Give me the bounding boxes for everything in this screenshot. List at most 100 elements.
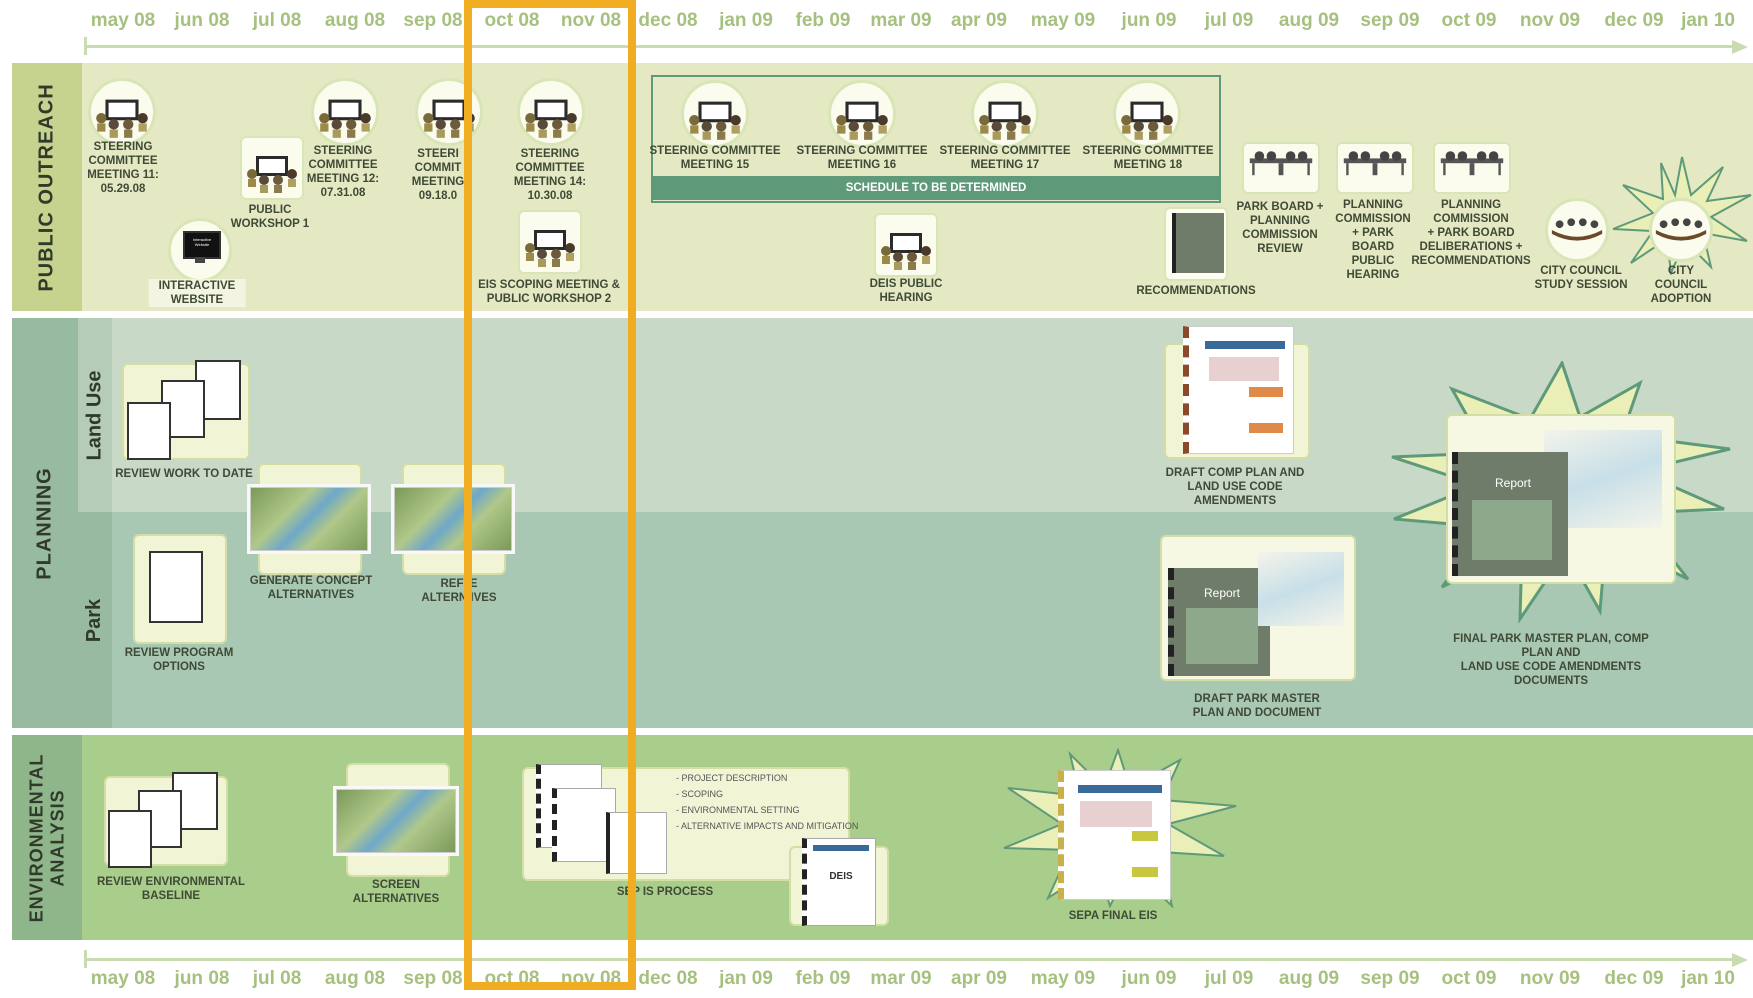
screen-alternatives-caption: SCREEN ALTERNATIVES: [352, 879, 440, 905]
final-report-icon: Report: [1452, 452, 1568, 576]
document-page-icon: [127, 402, 171, 460]
steering-committee-15-caption: STEERING COMMITTEE MEETING 15: [649, 145, 781, 171]
month-label: jun 09: [1121, 10, 1177, 31]
bottom-month-axis: may 08 jun 08 jul 08 aug 08 sep 08 oct 0…: [80, 968, 1740, 998]
month-label: apr 09: [951, 10, 1007, 31]
draft-comp-plan-caption: DRAFT COMP PLAN AND LAND USE CODE AMENDM…: [1165, 467, 1305, 507]
month-label: jul 08: [252, 968, 302, 989]
month-label: nov 09: [1519, 10, 1581, 31]
park-board-review-caption: PARK BOARD + PLANNING COMMISSION REVIEW: [1236, 201, 1324, 255]
steering-committee-17-caption: STEERING COMMITTEE MEETING 17: [939, 145, 1071, 171]
deis-hearing-caption: DEIS PUBLIC HEARING: [869, 278, 943, 304]
steering-committee-13-caption: STEERI COMMIT MEETING 09.18.0: [411, 148, 465, 202]
top-axis-arrow: [1732, 40, 1748, 54]
draft-park-plan-caption: DRAFT PARK MASTER PLAN AND DOCUMENT: [1192, 693, 1322, 719]
month-label: dec 08: [638, 968, 698, 989]
pc-deliberations-caption: PLANNING COMMISSION + PARK BOARD DELIBER…: [1411, 199, 1531, 267]
public-workshop-1-caption: PUBLIC WORKSHOP 1: [230, 204, 310, 230]
city-council-study-caption: CITY COUNCIL STUDY SESSION: [1534, 265, 1628, 291]
month-label: aug 09: [1278, 968, 1340, 989]
sepa-steps-list: - PROJECT DESCRIPTION - SCOPING - ENVIRO…: [676, 770, 858, 834]
eis-scoping-icon: [518, 210, 582, 274]
generate-concepts-caption: GENERATE CONCEPT ALTERNATIVES: [249, 575, 373, 601]
month-label: jan 10: [1681, 968, 1735, 989]
month-label: mar 09: [870, 10, 932, 31]
month-label: dec 09: [1604, 968, 1664, 989]
month-label: oct 09: [1441, 10, 1497, 31]
planning-title-holder: PLANNING: [12, 318, 78, 728]
steering-committee-14-caption: STEERING COMMITTEE MEETING 14: 10.30.08: [513, 148, 587, 202]
month-label: aug 09: [1278, 10, 1340, 31]
month-label: dec 08: [638, 10, 698, 31]
month-label: mar 09: [870, 968, 932, 989]
sepa-step-item: - PROJECT DESCRIPTION: [676, 773, 788, 783]
environmental-title-line2: ANALYSIS: [47, 788, 68, 887]
sepa-final-document-icon: [1058, 770, 1171, 900]
steering-committee-12-icon: [311, 78, 379, 146]
sepa-step-item: - ALTERNATIVE IMPACTS AND MITIGATION: [676, 821, 859, 831]
city-council-study-icon: [1545, 198, 1609, 262]
sepa-chart-icon: [606, 812, 667, 874]
draft-park-report-icon: Report: [1168, 568, 1270, 676]
month-label: jan 10: [1681, 10, 1735, 31]
month-label: jun 08: [174, 10, 230, 31]
outreach-section-label: PUBLIC OUTREACH: [12, 63, 82, 311]
month-label: nov 08: [560, 10, 622, 31]
interactive-website-icon: Interactive Website: [168, 218, 232, 282]
schedule-tbd-bar: SCHEDULE TO BE DETERMINED: [651, 176, 1221, 200]
month-label: jun 09: [1121, 968, 1177, 989]
comp-plan-document-icon: [1183, 326, 1294, 454]
review-work-caption: REVIEW WORK TO DATE: [115, 468, 253, 480]
park-label-holder: Park: [78, 512, 112, 728]
deis-document-label: DEIS: [829, 871, 853, 882]
final-documents-caption: FINAL PARK MASTER PLAN, COMP PLAN AND LA…: [1453, 633, 1649, 687]
month-label: may 09: [1030, 968, 1096, 989]
public-workshop-1-icon: [240, 136, 304, 200]
month-label: jul 08: [252, 10, 302, 31]
month-label: oct 09: [1441, 968, 1497, 989]
recommendations-book-icon: [1172, 213, 1224, 273]
top-axis-line: [84, 45, 1734, 48]
steering-committee-15-icon: [681, 80, 749, 148]
environmental-title-line1: ENVIRONMENTAL: [26, 753, 47, 922]
month-label: sep 09: [1360, 10, 1420, 31]
draft-report-label: Report: [1203, 586, 1241, 600]
review-baseline-caption: REVIEW ENVIRONMENTAL BASELINE: [96, 876, 246, 902]
month-label: sep 08: [403, 968, 463, 989]
final-report-label: Report: [1494, 476, 1532, 490]
land-use-label: Land Use: [83, 369, 106, 461]
sepa-step-item: - ENVIRONMENTAL SETTING: [676, 805, 800, 815]
steering-committee-11-caption: STEERING COMMITTEE MEETING 11: 05.29.08: [87, 141, 159, 195]
month-label: may 09: [1030, 10, 1096, 31]
eis-scoping-caption: EIS SCOPING MEETING & PUBLIC WORKSHOP 2: [478, 279, 620, 305]
steering-committee-18-icon: [1113, 80, 1181, 148]
park-label: Park: [83, 598, 106, 642]
refine-alternatives-caption: REFI E ALTERN IVES: [421, 578, 497, 604]
pc-hearing-caption: PLANNING COMMISSION + PARK BOARD PUBLIC …: [1335, 199, 1411, 281]
land-use-label-holder: Land Use: [78, 318, 112, 512]
month-label: dec 09: [1604, 10, 1664, 31]
sepa-step-item: - SCOPING: [676, 789, 724, 799]
schedule-group-box: [651, 75, 1221, 203]
steering-committee-18-caption: STEERING COMMITTEE MEETING 18: [1082, 145, 1214, 171]
schedule-tbd-text: SCHEDULE TO BE DETERMINED: [845, 182, 1027, 194]
recommendations-icon: [1164, 207, 1228, 281]
steering-committee-14-icon: [517, 78, 585, 146]
refined-map-icon: [394, 487, 512, 551]
month-label: aug 08: [324, 10, 386, 31]
recommendations-caption: RECOMMENDATIONS: [1136, 285, 1256, 297]
month-label: jan 09: [719, 968, 773, 989]
top-month-axis: may 08 jun 08 jul 08 aug 08 sep 08 oct 0…: [80, 10, 1740, 40]
city-council-adoption-caption: CITY COUNCIL ADOPTION: [1650, 265, 1712, 305]
steering-committee-11-icon: [88, 78, 156, 146]
month-label: sep 09: [1360, 968, 1420, 989]
monitor-icon: Interactive Website: [183, 231, 221, 259]
deis-document-icon: DEIS: [802, 838, 876, 926]
month-label: jan 09: [719, 10, 773, 31]
steering-committee-12-caption: STEERING COMMITTEE MEETING 12: 07.31.08: [306, 145, 380, 199]
steering-committee-16-caption: STEERING COMMITTEE MEETING 16: [796, 145, 928, 171]
month-label: jun 08: [174, 968, 230, 989]
draft-park-map-thumb: [1258, 552, 1344, 626]
month-label: may 08: [90, 10, 156, 31]
park-board-review-icon: [1242, 142, 1320, 194]
